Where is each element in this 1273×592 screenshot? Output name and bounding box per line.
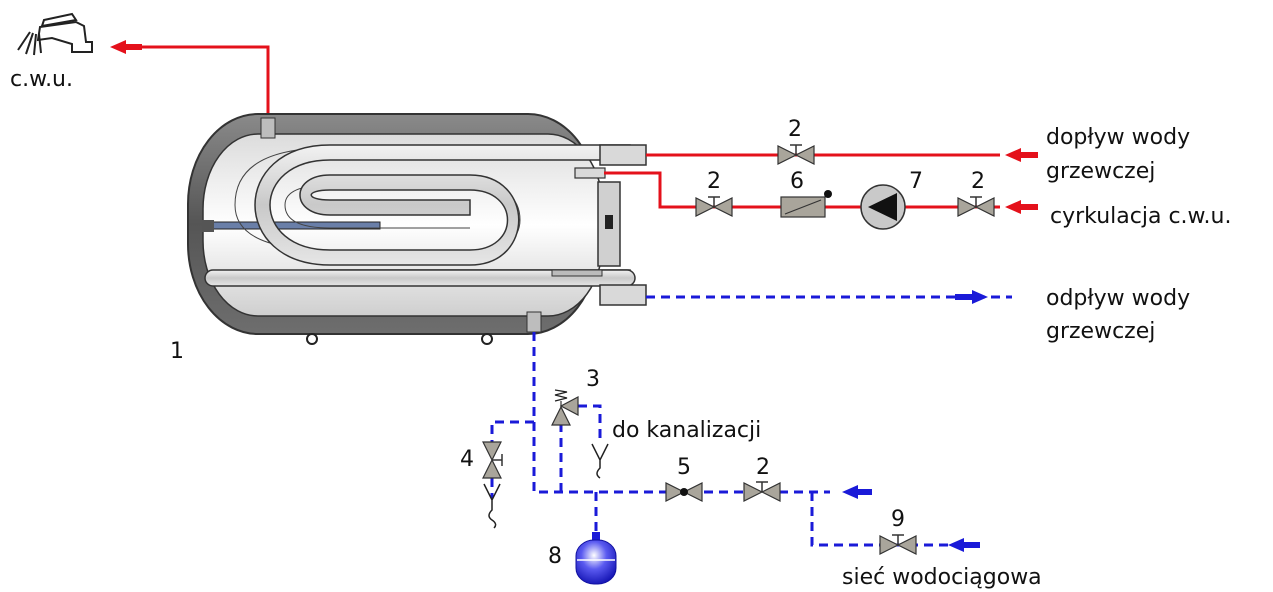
valve-icon xyxy=(482,441,503,479)
hot-water-arrow xyxy=(110,40,142,54)
component-number-7: 7 xyxy=(909,169,923,194)
filter-icon xyxy=(780,190,832,218)
water-mains-label: sieć wodociągowa xyxy=(842,565,1042,590)
hot-water-line xyxy=(120,45,270,120)
component-number-6: 6 xyxy=(790,169,804,194)
pump-icon xyxy=(860,184,906,230)
circulation-label: cyrkulacja c.w.u. xyxy=(1050,204,1232,229)
heating-inflow-label-line2: grzewczej xyxy=(1046,159,1156,184)
component-number-2-cold: 2 xyxy=(756,455,770,480)
mains-inflow-arrow xyxy=(948,538,980,552)
heating-inflow-arrow xyxy=(1005,148,1038,162)
valve-icon xyxy=(695,196,733,217)
component-number-8: 8 xyxy=(548,544,562,569)
mains-branch xyxy=(810,492,950,547)
heating-outflow-arrow xyxy=(955,290,988,304)
cold-inflow-arrow xyxy=(842,485,872,499)
hot-tap-label: c.w.u. xyxy=(10,67,73,92)
component-number-4: 4 xyxy=(460,447,474,472)
safety-valve-icon xyxy=(551,389,579,426)
circulation-line xyxy=(604,171,1000,209)
water-heater-tank xyxy=(187,113,647,345)
drain-funnel-icon xyxy=(483,483,501,529)
heating-outflow-label-line2: grzewczej xyxy=(1046,319,1156,344)
check-valve-icon xyxy=(665,482,703,502)
valve-icon xyxy=(957,196,995,217)
drain-funnel-icon xyxy=(591,443,609,479)
valve-icon xyxy=(777,144,815,165)
valve-icon xyxy=(743,481,781,502)
valve-icon xyxy=(879,534,917,555)
safety-branch xyxy=(490,420,534,442)
component-number-1: 1 xyxy=(170,339,184,364)
component-number-2-top: 2 xyxy=(788,117,802,142)
component-number-5: 5 xyxy=(677,455,691,480)
component-number-2-circ-left: 2 xyxy=(707,169,721,194)
heating-inflow-label-line1: dopływ wody xyxy=(1046,125,1191,150)
circulation-arrow xyxy=(1005,200,1038,214)
component-number-2-circ-right: 2 xyxy=(971,169,985,194)
expansion-vessel-icon xyxy=(575,532,617,585)
component-number-9: 9 xyxy=(891,507,905,532)
cold-supply-riser xyxy=(532,332,830,494)
drain-label: do kanalizacji xyxy=(612,418,762,443)
faucet-icon xyxy=(17,12,93,56)
component-number-3: 3 xyxy=(586,367,600,392)
heating-outflow-label-line1: odpływ wody xyxy=(1046,286,1191,311)
safety-valve-outlet xyxy=(578,404,602,438)
